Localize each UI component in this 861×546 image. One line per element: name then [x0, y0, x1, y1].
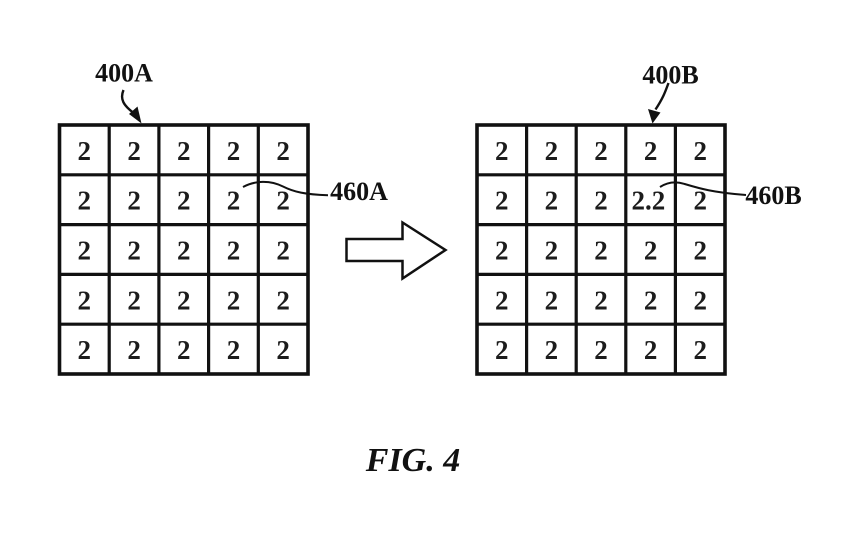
svg-text:2: 2	[594, 335, 608, 365]
svg-text:2.2: 2.2	[632, 186, 666, 216]
svg-text:400B: 400B	[642, 61, 698, 90]
svg-text:FIG. 4: FIG. 4	[365, 442, 460, 479]
svg-text:2: 2	[127, 335, 141, 365]
svg-text:2: 2	[227, 236, 241, 266]
svg-text:2: 2	[276, 335, 290, 365]
svg-text:400A: 400A	[95, 59, 153, 88]
svg-text:2: 2	[276, 236, 290, 266]
svg-text:2: 2	[644, 335, 658, 365]
svg-text:2: 2	[644, 285, 658, 315]
svg-text:460B: 460B	[745, 181, 801, 210]
svg-text:2: 2	[78, 136, 92, 166]
svg-text:2: 2	[227, 186, 241, 216]
svg-text:2: 2	[127, 186, 141, 216]
svg-text:2: 2	[495, 285, 509, 315]
svg-text:2: 2	[693, 136, 707, 166]
svg-text:2: 2	[693, 236, 707, 266]
svg-text:2: 2	[693, 285, 707, 315]
svg-text:2: 2	[177, 186, 191, 216]
svg-text:2: 2	[276, 285, 290, 315]
svg-text:2: 2	[545, 335, 559, 365]
svg-text:2: 2	[177, 236, 191, 266]
svg-text:2: 2	[644, 136, 658, 166]
svg-text:2: 2	[594, 285, 608, 315]
svg-text:2: 2	[594, 236, 608, 266]
svg-text:2: 2	[78, 335, 92, 365]
svg-text:2: 2	[644, 236, 658, 266]
svg-text:2: 2	[545, 236, 559, 266]
svg-text:2: 2	[495, 136, 509, 166]
svg-text:2: 2	[227, 136, 241, 166]
svg-text:2: 2	[78, 285, 92, 315]
svg-text:2: 2	[594, 136, 608, 166]
svg-text:2: 2	[545, 186, 559, 216]
svg-text:2: 2	[177, 285, 191, 315]
svg-text:2: 2	[693, 335, 707, 365]
svg-text:2: 2	[227, 335, 241, 365]
svg-text:2: 2	[594, 186, 608, 216]
svg-text:2: 2	[78, 186, 92, 216]
svg-text:2: 2	[127, 285, 141, 315]
svg-text:2: 2	[127, 136, 141, 166]
svg-text:2: 2	[495, 186, 509, 216]
svg-text:2: 2	[177, 136, 191, 166]
svg-text:2: 2	[276, 186, 290, 216]
svg-text:460A: 460A	[330, 177, 388, 206]
svg-text:2: 2	[127, 236, 141, 266]
svg-text:2: 2	[495, 335, 509, 365]
svg-text:2: 2	[545, 136, 559, 166]
svg-text:2: 2	[495, 236, 509, 266]
svg-text:2: 2	[693, 186, 707, 216]
svg-text:2: 2	[545, 285, 559, 315]
svg-text:2: 2	[276, 136, 290, 166]
svg-text:2: 2	[177, 335, 191, 365]
svg-text:2: 2	[227, 285, 241, 315]
svg-text:2: 2	[78, 236, 92, 266]
